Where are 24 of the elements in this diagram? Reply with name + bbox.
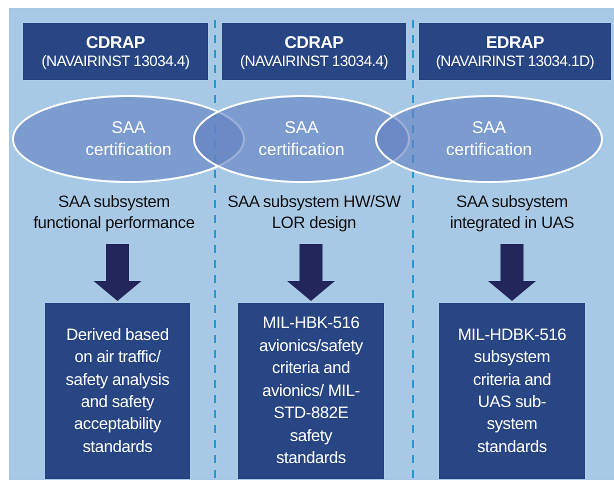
block-arrow <box>287 244 335 301</box>
ellipse-label: SAA certification <box>258 116 346 161</box>
ellipse-label: SAA certification <box>84 116 172 161</box>
standards-text: Derived based on air traffic/ safety analysis and safety acceptability standards <box>64 324 170 458</box>
standards-box <box>439 303 585 479</box>
standards-box <box>238 303 384 479</box>
header-title: CDRAP <box>284 33 344 53</box>
subsystem-text: SAA subsystem HW/SW LOR design <box>226 192 402 240</box>
standard-header-box <box>419 23 611 80</box>
standards-text: MIL-HDBK-516 subsystem criteria and UAS sub- system standards <box>456 324 568 458</box>
standards-box <box>45 303 190 479</box>
standard-header-box <box>23 23 208 80</box>
header-title: CDRAP <box>86 33 145 53</box>
standards-text: MIL-HBK-516 avionics/safety criteria and avionics/ MIL-STD-882E safety standards <box>258 313 364 470</box>
header-subtitle: (NAVAIRINST 13034.4) <box>240 53 388 70</box>
header-subtitle: (NAVAIRINST 13034.4) <box>42 53 190 70</box>
ellipse-label: SAA certification <box>445 116 533 161</box>
subsystem-text: SAA subsystem functional performance <box>24 192 204 240</box>
header-subtitle: (NAVAIRINST 13034.1D) <box>436 53 594 70</box>
header-title: EDRAP <box>486 33 544 53</box>
standard-header-box <box>222 23 406 80</box>
block-arrow <box>488 244 536 301</box>
block-arrow <box>94 244 142 301</box>
subsystem-text: SAA subsystem integrated in UAS <box>424 192 600 240</box>
